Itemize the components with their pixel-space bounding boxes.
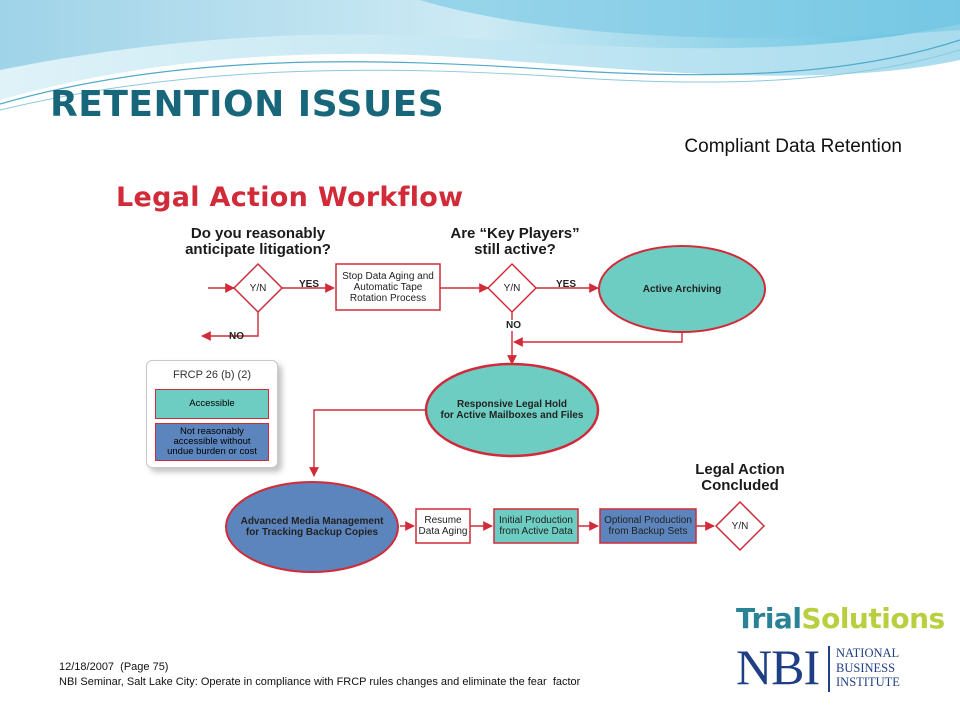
edge-no-1	[201, 310, 259, 341]
edge-label-no-2: NO	[505, 320, 522, 331]
process-box-optional	[599, 508, 697, 544]
process-box-resume	[415, 508, 471, 544]
frcp-title: FRCP 26 (b) (2)	[172, 369, 252, 381]
logo-institute-name: NATIONAL BUSINESS INSTITUTE	[836, 646, 900, 689]
slide-subtitle: Compliant Data Retention	[684, 136, 902, 157]
question-concluded: Legal Action Concluded	[695, 461, 785, 494]
edge-label-yes-2: YES	[556, 279, 577, 290]
decision-label-concluded: Y/N	[731, 520, 749, 532]
logo-divider	[828, 646, 830, 692]
logo-trialsolutions: TrialSolutions	[736, 602, 945, 635]
legal-action-workflow-diagram: Legal Action Workflow Do you reasonably …	[110, 178, 800, 580]
slide-title: RETENTION ISSUES	[50, 84, 445, 125]
edge-label-yes-1: YES	[299, 279, 320, 290]
decision-diamond-key-players	[486, 262, 538, 314]
edge-label-no-1: NO	[229, 331, 244, 342]
trialsolutions-nbi-logo: TrialSolutions NBI NATIONAL BUSINESS INS…	[736, 602, 945, 702]
edge-hold-to-media	[309, 409, 426, 477]
ellipse-active-archiving	[598, 245, 766, 333]
frcp-accessible: Accessible	[155, 389, 269, 419]
question-litigation: Do you reasonably anticipate litigation?	[185, 225, 331, 258]
process-box-stop-aging	[335, 263, 441, 311]
ellipse-legal-hold	[424, 362, 600, 458]
decision-label-litigation: Y/N	[249, 282, 267, 294]
decision-diamond-litigation	[232, 262, 284, 314]
diagram-title: Legal Action Workflow	[116, 182, 464, 213]
decision-label-key-players: Y/N	[503, 282, 521, 294]
slide-footer: 12/18/2007 (Page 75) NBI Seminar, Salt L…	[59, 660, 580, 690]
workflow-connectors	[201, 245, 766, 573]
decision-diamond-concluded	[714, 500, 766, 552]
edge-archiving-to-hold	[513, 330, 683, 347]
question-key-players: Are “Key Players” still active?	[450, 225, 580, 258]
ellipse-advanced-media	[225, 481, 399, 573]
footer-date-page: 12/18/2007 (Page 75)	[59, 661, 169, 673]
header-wave-banner	[0, 0, 960, 111]
frcp-panel: FRCP 26 (b) (2) Accessible Not reasonabl…	[146, 360, 278, 468]
logo-nbi: NBI	[736, 639, 820, 695]
footer-seminar: NBI Seminar, Salt Lake City: Operate in …	[59, 676, 581, 688]
process-box-initial	[493, 508, 579, 544]
node-active-archiving: Active Archiving	[642, 283, 722, 295]
